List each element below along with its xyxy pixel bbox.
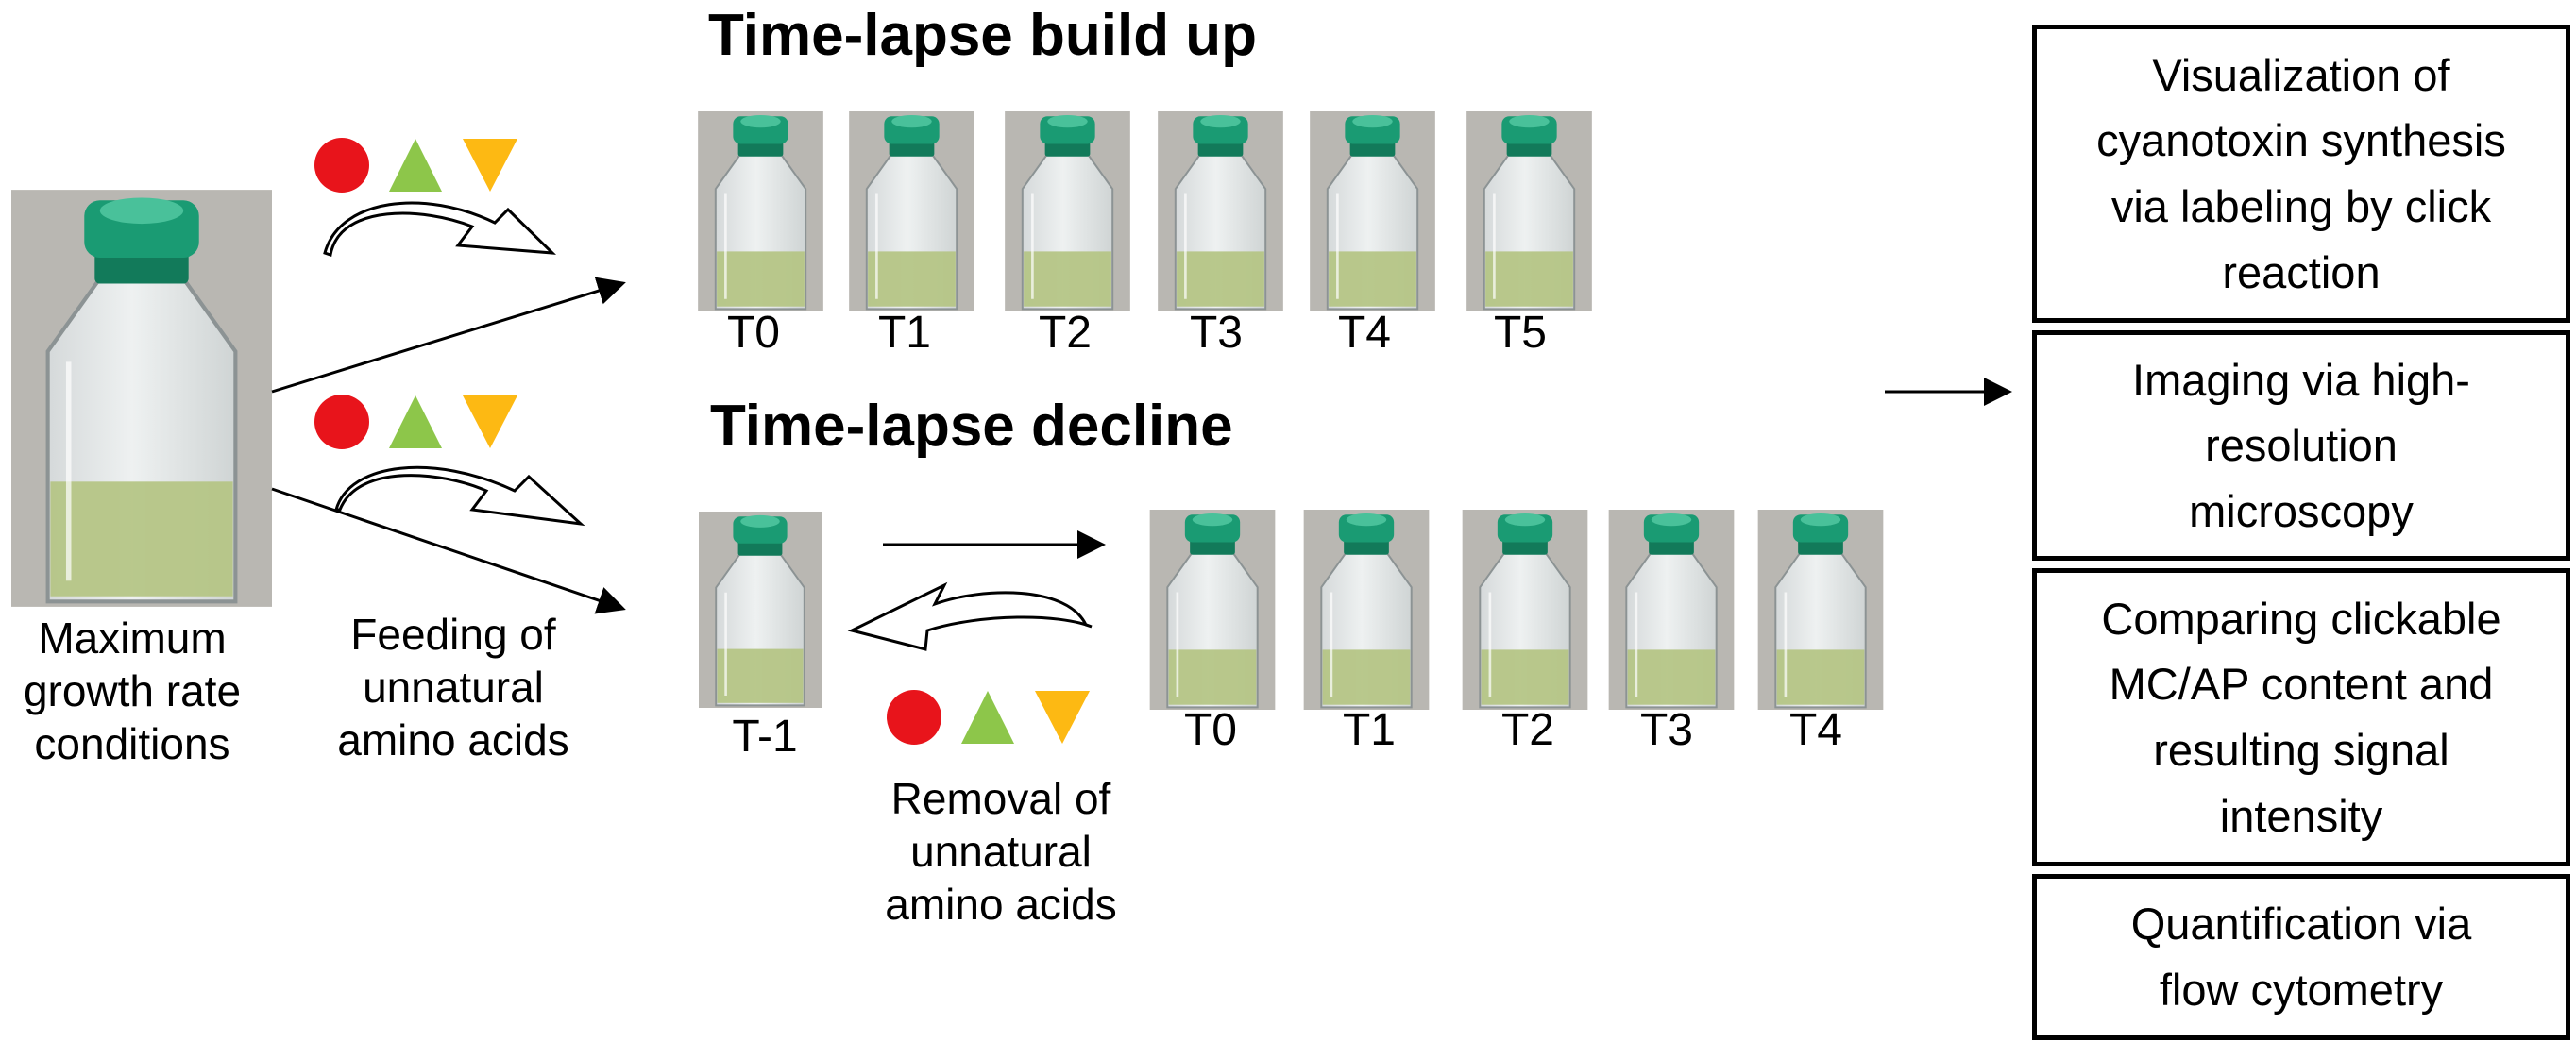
yellow-triangle-down-icon [463, 139, 517, 192]
outcome-box-imaging: Imaging via high- resolution microscopy [2032, 330, 2570, 561]
green-triangle-up-icon [389, 139, 442, 192]
title-build-up: Time-lapse build up [708, 3, 1258, 68]
arrow-to-decline [271, 487, 626, 614]
decline-flask-icon [1302, 510, 1431, 710]
build-up-flask-icon [1156, 111, 1285, 311]
curved-arrow-icon [334, 465, 585, 527]
outcome-box-visualization: Visualization of cyanotoxin synthesis vi… [2032, 25, 2570, 323]
label-feeding: Feeding of unnatural amino acids [337, 610, 569, 765]
green-triangle-up-icon [389, 395, 442, 448]
red-circle-icon [314, 395, 369, 449]
time-label: T0 [1183, 705, 1237, 755]
decline-flask-icon [1148, 510, 1277, 710]
build-up-flask-icon [696, 111, 825, 311]
time-label: T3 [1189, 308, 1243, 358]
build-up-flask-icon [1465, 111, 1594, 311]
build-up-flask-icon [1308, 111, 1437, 311]
outcome-text: Comparing clickable MC/AP content and re… [2101, 593, 2501, 841]
outcome-text: Visualization of cyanotoxin synthesis vi… [2096, 49, 2506, 297]
green-triangle-up-icon [961, 691, 1014, 744]
label-max-growth: Maximum growth rate conditions [23, 613, 242, 769]
time-label: T1 [1342, 705, 1396, 755]
outcome-box-quantification: Quantification via flow cytometry [2032, 874, 2570, 1040]
decline-flask-icon [1756, 510, 1885, 710]
build-up-flask-icon [847, 111, 976, 311]
curved-arrow-icon [323, 201, 557, 257]
time-label: T1 [877, 308, 931, 358]
decline-flask-icon [1607, 510, 1736, 710]
arrow-to-build-up [271, 277, 626, 394]
outcome-text: Imaging via high- resolution microscopy [2132, 354, 2470, 536]
build-up-flask-icon [1003, 111, 1132, 311]
label-removal: Removal of unnatural amino acids [885, 774, 1117, 930]
curved-arrow-icon [847, 581, 1093, 651]
time-label: T0 [726, 308, 780, 358]
time-label-pre: T-1 [732, 712, 798, 762]
yellow-triangle-down-icon [1035, 691, 1090, 744]
time-label: T3 [1639, 705, 1693, 755]
red-circle-icon [887, 690, 941, 745]
decline-flask-icon [1461, 510, 1589, 710]
time-label: T2 [1038, 308, 1092, 358]
decline-pre-flask-icon [699, 510, 822, 710]
time-label: T2 [1500, 705, 1554, 755]
outcome-text: Quantification via flow cytometry [2130, 899, 2472, 1015]
time-label: T5 [1493, 308, 1547, 358]
time-label: T4 [1788, 705, 1842, 755]
culture-flask-icon-large [11, 190, 272, 607]
outcome-box-comparing: Comparing clickable MC/AP content and re… [2032, 568, 2570, 866]
time-label: T4 [1337, 308, 1391, 358]
yellow-triangle-down-icon [463, 395, 517, 448]
title-decline: Time-lapse decline [710, 394, 1233, 459]
red-circle-icon [314, 138, 369, 193]
